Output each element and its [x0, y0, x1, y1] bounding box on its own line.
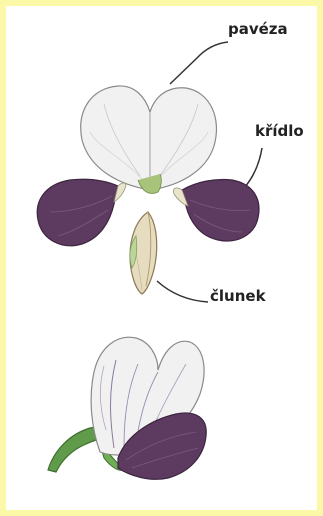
wing-petal-right — [173, 179, 259, 241]
leader-line-keel — [157, 281, 208, 302]
label-keel: člunek — [210, 289, 266, 304]
label-standard: pavéza — [228, 22, 288, 37]
label-wing: křídlo — [255, 124, 304, 139]
leader-line-wing — [244, 148, 262, 188]
leader-line-standard — [170, 42, 228, 84]
keel-petal — [130, 212, 157, 294]
wing-petal-left — [37, 179, 126, 245]
standard-petal — [81, 86, 217, 194]
whole-flower — [48, 337, 206, 479]
